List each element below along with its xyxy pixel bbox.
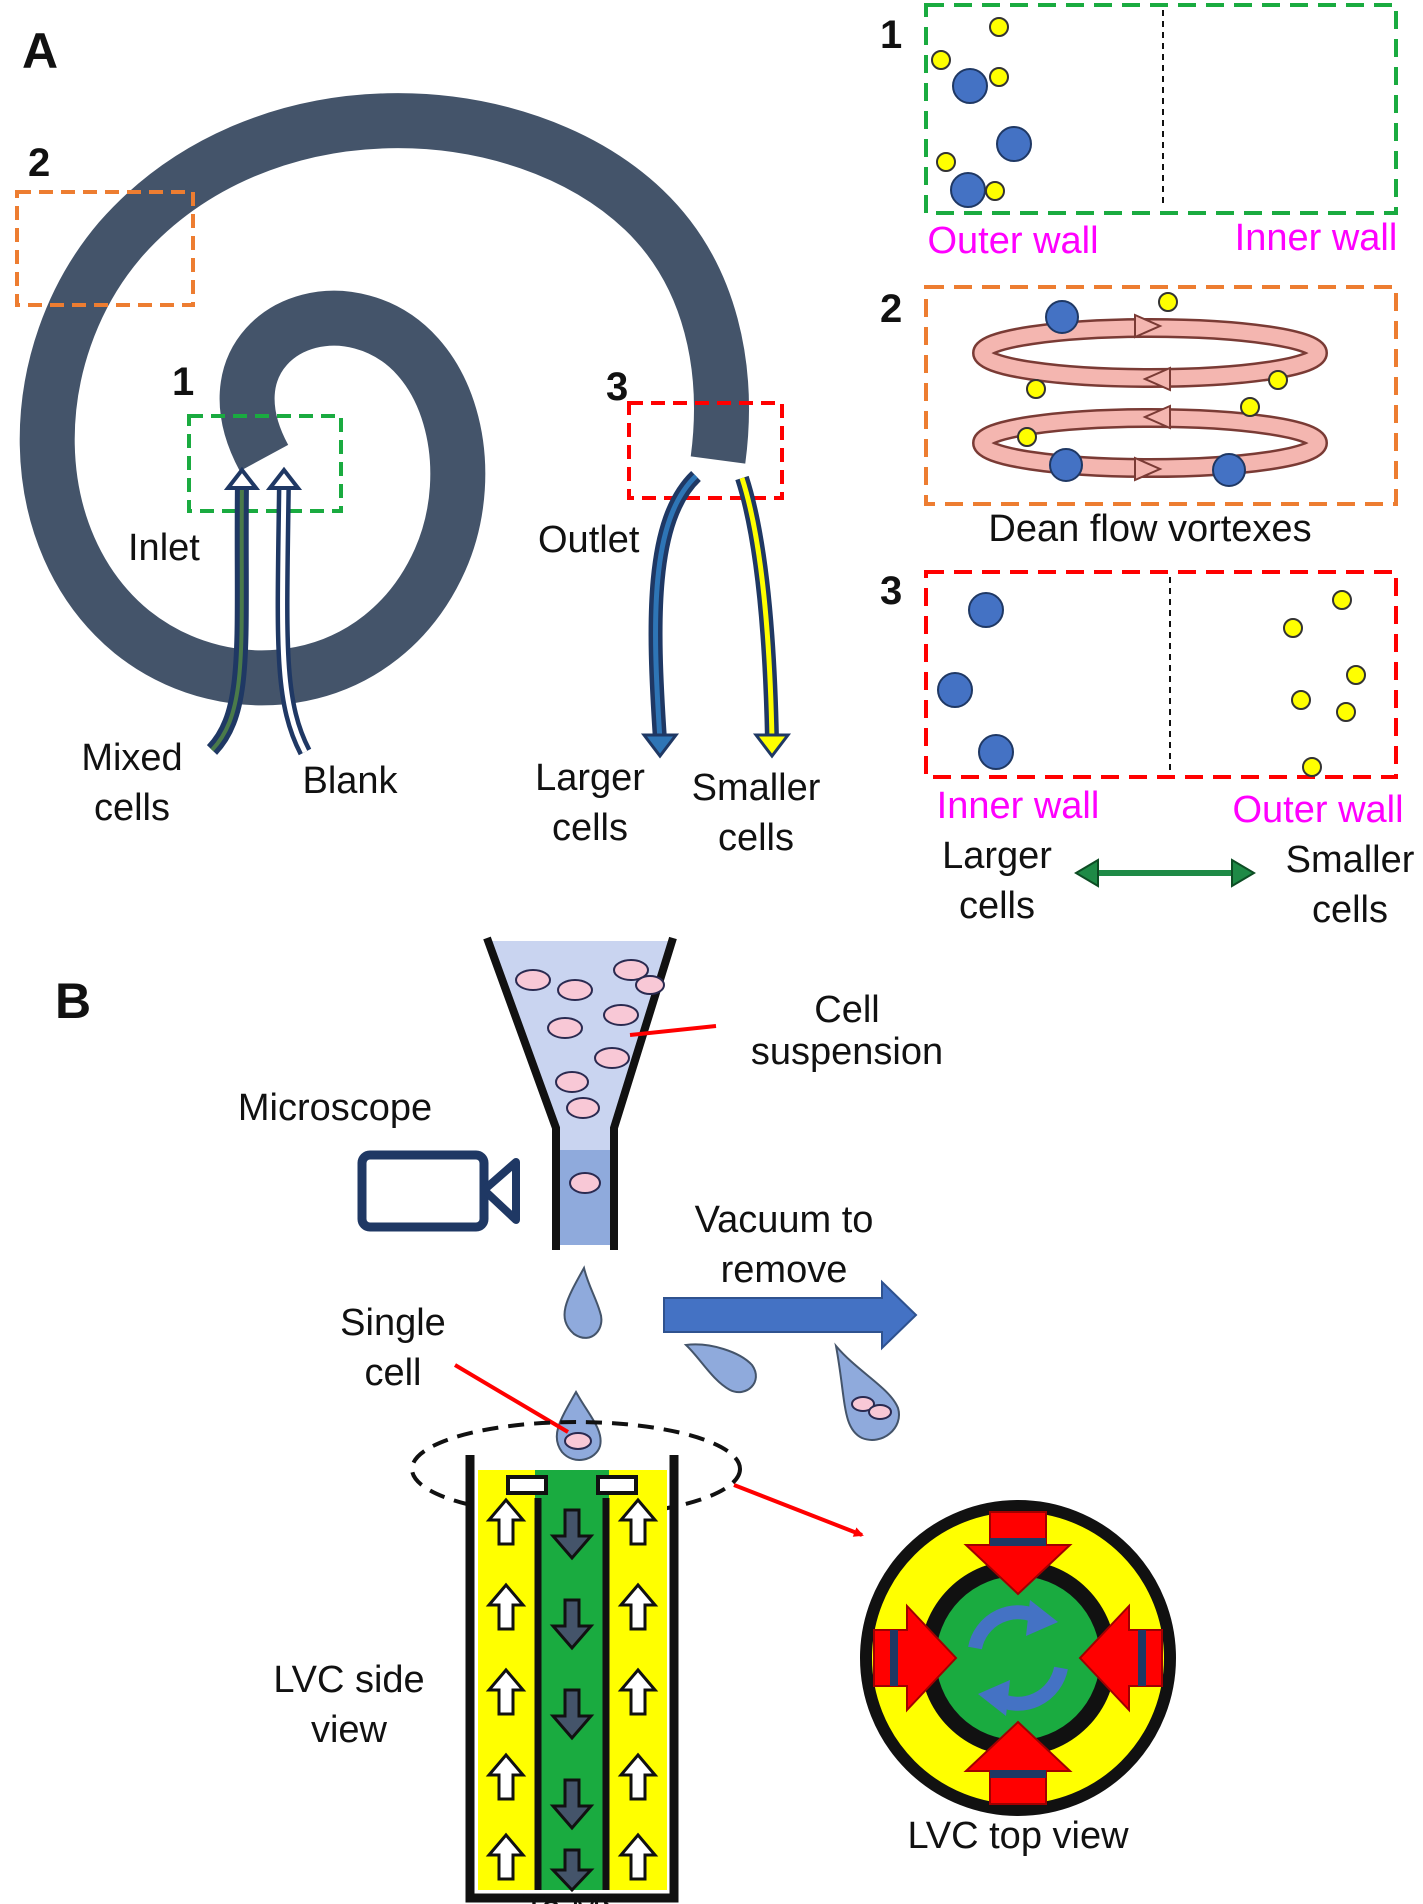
small-particle bbox=[936, 152, 956, 172]
small-particle bbox=[1017, 427, 1037, 447]
small-particle bbox=[1336, 702, 1356, 722]
lvc-side-view-line2: view bbox=[311, 1709, 388, 1751]
large-particle bbox=[952, 68, 988, 104]
droplet-falling bbox=[563, 1265, 603, 1339]
small-particle bbox=[1346, 665, 1366, 685]
inlet-label: Inlet bbox=[128, 527, 200, 569]
panel-b-letter: B bbox=[55, 973, 91, 1029]
single-cell-line1: Single bbox=[340, 1302, 446, 1344]
lvc-top-view bbox=[860, 1500, 1176, 1816]
zoom-panel-1: 1 Outer wall Inner wall bbox=[880, 3, 1398, 262]
small-particle bbox=[1268, 370, 1288, 390]
large-particle bbox=[1049, 448, 1083, 482]
lvc-down-arrows bbox=[549, 1508, 595, 1893]
inner-wall-label-1: Inner wall bbox=[1235, 217, 1398, 259]
region-box-3 bbox=[627, 401, 784, 500]
vacuum-line2: remove bbox=[721, 1249, 848, 1291]
blank-label: Blank bbox=[302, 760, 398, 802]
larger-cells-line1: Larger bbox=[535, 757, 645, 799]
region-number-1: 1 bbox=[172, 360, 194, 404]
size-double-arrow bbox=[1074, 858, 1256, 888]
small-particle bbox=[989, 17, 1009, 37]
larger-cells-line2: cells bbox=[552, 807, 628, 849]
cell-suspension-pointer bbox=[629, 1024, 717, 1037]
small-particle bbox=[1291, 690, 1311, 710]
small-particle bbox=[931, 50, 951, 70]
smaller-cells-line1: Smaller bbox=[692, 767, 821, 809]
region-number-3: 3 bbox=[606, 365, 628, 409]
top-view-pointer bbox=[733, 1483, 864, 1537]
region-box-2 bbox=[15, 190, 195, 307]
zoom-number-1: 1 bbox=[880, 13, 902, 57]
cell-suspension-line2: suspension bbox=[751, 1031, 943, 1073]
droplet-side-2 bbox=[834, 1342, 900, 1441]
small-particle bbox=[1332, 590, 1352, 610]
focus-ellipse bbox=[410, 1420, 742, 1518]
small-particle bbox=[989, 67, 1009, 87]
large-particle bbox=[968, 592, 1004, 628]
small-particle bbox=[1302, 757, 1322, 777]
outlet-tube-smaller bbox=[735, 475, 792, 759]
camera-icon bbox=[357, 1150, 520, 1232]
large-particle bbox=[1212, 453, 1246, 487]
large-particle bbox=[978, 734, 1014, 770]
outlet-label: Outlet bbox=[538, 519, 640, 561]
panel-a-letter: A bbox=[22, 23, 58, 79]
small-particle bbox=[985, 181, 1005, 201]
vacuum-arrow bbox=[663, 1279, 918, 1351]
single-cell-line2: cell bbox=[364, 1352, 421, 1394]
suspended-cells bbox=[515, 959, 665, 1194]
small-particle bbox=[1158, 292, 1178, 312]
droplet-single-cell bbox=[555, 1389, 602, 1461]
zoom-panel-2: 2 Dean flow vortexes bbox=[880, 285, 1398, 550]
spiral-channel bbox=[19, 93, 749, 706]
outer-wall-label-1: Outer wall bbox=[927, 220, 1098, 262]
zoom-number-2: 2 bbox=[880, 287, 902, 331]
legend-smaller-line1: Smaller bbox=[1286, 839, 1415, 881]
small-particle bbox=[1026, 379, 1046, 399]
zoom-number-3: 3 bbox=[880, 569, 902, 613]
outer-wall-label-3: Outer wall bbox=[1232, 789, 1403, 831]
legend-smaller-line2: cells bbox=[1312, 889, 1388, 931]
zoom-panel-3: 3 Inner wall Outer wall bbox=[880, 569, 1404, 831]
outlet-tube-larger bbox=[640, 470, 702, 759]
smaller-cells-line2: cells bbox=[718, 817, 794, 859]
inlet-tube-mixed bbox=[206, 466, 261, 755]
vacuum-line1: Vacuum to bbox=[695, 1199, 874, 1241]
lvc-up-arrows bbox=[485, 1497, 659, 1881]
mixed-cells-line1: Mixed bbox=[81, 737, 182, 779]
lvc-side-view-line1: LVC side bbox=[273, 1659, 424, 1701]
dean-vortex-top bbox=[972, 313, 1328, 392]
large-particle bbox=[950, 172, 986, 208]
to-ms-label: To MS bbox=[523, 1887, 625, 1904]
inlet-tube-blank bbox=[265, 466, 312, 756]
cell-suspension-line1: Cell bbox=[814, 989, 879, 1031]
microscope-label: Microscope bbox=[238, 1087, 432, 1129]
large-particle bbox=[937, 672, 973, 708]
dean-vortex-bottom bbox=[972, 404, 1328, 482]
large-particle bbox=[996, 126, 1032, 162]
region-number-2: 2 bbox=[28, 141, 50, 185]
dean-flow-label: Dean flow vortexes bbox=[988, 508, 1311, 550]
legend-larger-line1: Larger bbox=[942, 835, 1052, 877]
mixed-cells-line2: cells bbox=[94, 787, 170, 829]
legend-larger-line2: cells bbox=[959, 885, 1035, 927]
single-cell-pointer bbox=[453, 1363, 570, 1434]
lvc-top-view-label: LVC top view bbox=[907, 1815, 1129, 1857]
droplet-side-1 bbox=[683, 1343, 757, 1393]
small-particle bbox=[1283, 618, 1303, 638]
region-box-1 bbox=[187, 414, 343, 513]
inner-wall-label-3: Inner wall bbox=[937, 785, 1100, 827]
large-particle bbox=[1045, 300, 1079, 334]
small-particle bbox=[1240, 397, 1260, 417]
